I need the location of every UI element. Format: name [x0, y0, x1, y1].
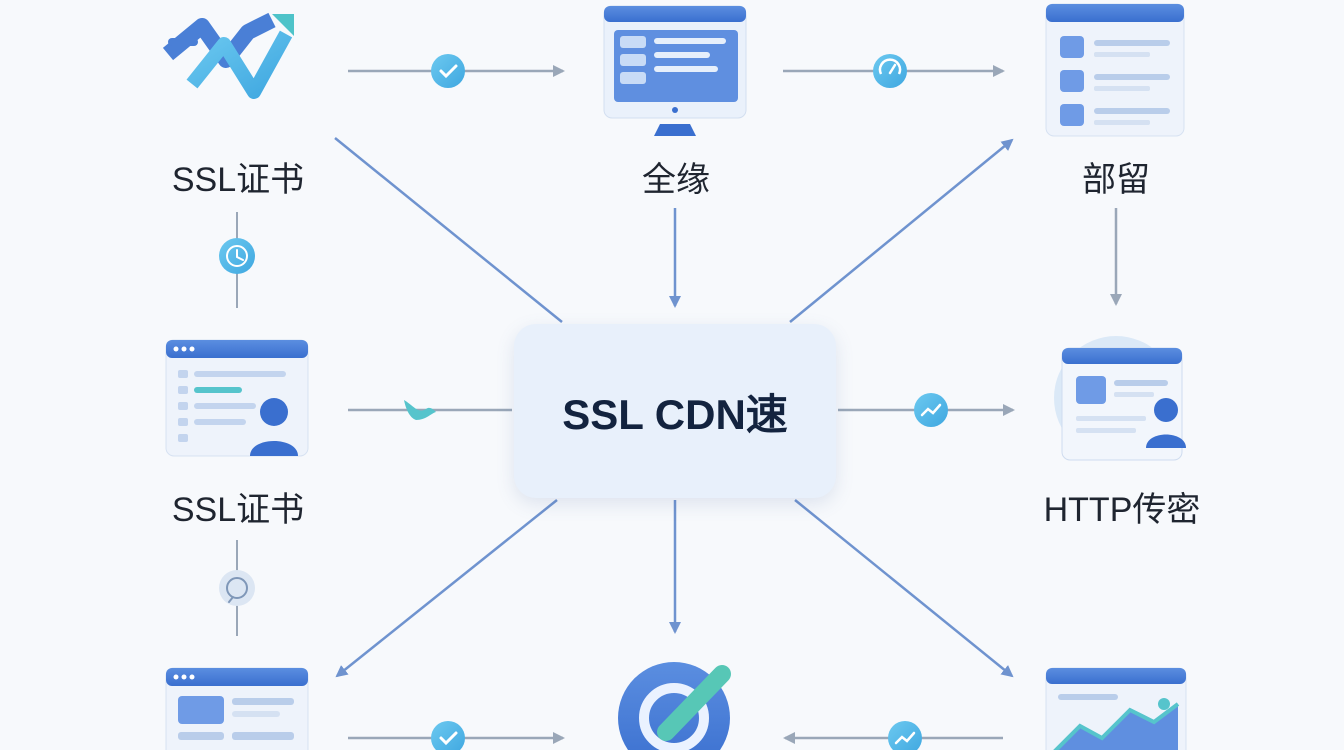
clock-icon [219, 238, 255, 274]
monitor-icon [603, 5, 747, 136]
analytics-window-icon [1045, 667, 1187, 750]
center-node: SSL CDN速 [514, 324, 836, 498]
line-tl-center [334, 137, 563, 323]
arrow-center-tr [789, 138, 1014, 323]
document-list-icon [1045, 3, 1185, 137]
trend-icon [914, 393, 948, 427]
gauge-icon [873, 54, 907, 88]
trend-icon [888, 721, 922, 750]
layout-window-icon [165, 667, 309, 750]
arrow-center-br [794, 499, 1014, 678]
check-icon [431, 721, 465, 750]
label-top-right: 部留 [1082, 161, 1150, 199]
chat-icon [219, 570, 255, 606]
growth-chart-icon [162, 12, 294, 99]
user-profile-window-icon [165, 339, 309, 457]
label-mid-left: SSL证书 [171, 491, 305, 529]
center-title: SSL CDN速 [562, 390, 788, 438]
label-top-left: SSL证书 [171, 161, 305, 199]
arrow-center-bl [335, 499, 558, 678]
check-icon [431, 54, 465, 88]
label-top-center: 全缘 [642, 161, 710, 199]
user-card-window-icon [1054, 336, 1186, 461]
search-magnifier-icon [618, 662, 731, 750]
label-mid-right: HTTP传密 [1043, 491, 1201, 529]
bird-icon [404, 400, 436, 420]
